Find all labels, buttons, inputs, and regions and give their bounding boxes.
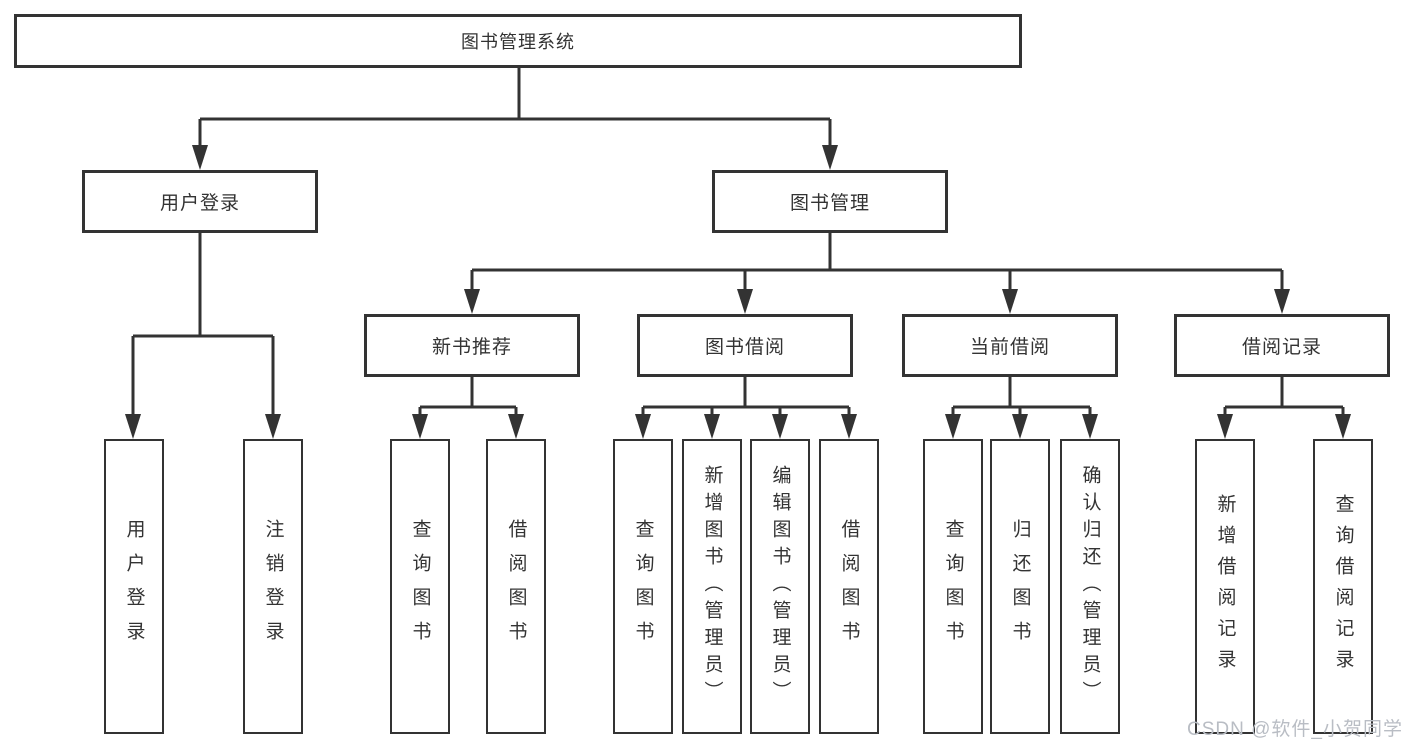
- arrowhead: [464, 289, 480, 314]
- arrowhead: [125, 414, 141, 439]
- leaf-logout: 注销登录: [243, 439, 303, 734]
- leaf-user-login: 用户登录: [104, 439, 164, 734]
- leaf-add-borrow-record: 新增借阅记录: [1195, 439, 1255, 734]
- leaf-label: 新增借阅记录: [1214, 493, 1236, 680]
- node-user-login-label: 用户登录: [159, 193, 240, 214]
- arrowhead: [1002, 289, 1018, 314]
- node-book-borrow-label: 图书借阅: [704, 337, 785, 358]
- arrowhead: [192, 145, 208, 170]
- node-borrow-records: 借阅记录: [1174, 314, 1390, 377]
- leaf-label: 确认归还（管理员）: [1079, 465, 1101, 708]
- node-book-borrow: 图书借阅: [637, 314, 853, 377]
- leaf-borrow-books-1: 借阅图书: [486, 439, 546, 734]
- node-current-borrow: 当前借阅: [902, 314, 1118, 377]
- node-root: 图书管理系统: [14, 14, 1022, 68]
- arrowhead: [1012, 414, 1028, 439]
- arrowhead: [841, 414, 857, 439]
- leaf-query-books-2: 查询图书: [613, 439, 673, 734]
- leaf-return-books: 归还图书: [990, 439, 1050, 734]
- node-user-login: 用户登录: [82, 170, 318, 233]
- leaf-query-borrow-record: 查询借阅记录: [1313, 439, 1373, 734]
- arrowhead: [265, 414, 281, 439]
- arrowhead: [635, 414, 651, 439]
- arrowhead: [822, 145, 838, 170]
- node-new-book-recommend: 新书推荐: [364, 314, 580, 377]
- node-current-borrow-label: 当前借阅: [969, 337, 1050, 358]
- arrowhead: [1335, 414, 1351, 439]
- arrowhead: [737, 289, 753, 314]
- leaf-label: 注销登录: [262, 518, 284, 655]
- arrowhead: [704, 414, 720, 439]
- leaf-label: 新增图书（管理员）: [701, 465, 723, 708]
- leaf-label: 用户登录: [123, 518, 145, 655]
- arrowhead: [945, 414, 961, 439]
- arrowhead: [1274, 289, 1290, 314]
- arrowhead: [508, 414, 524, 439]
- leaf-edit-books-admin: 编辑图书（管理员）: [750, 439, 810, 734]
- leaf-label: 查询图书: [409, 518, 431, 655]
- arrowhead: [1217, 414, 1233, 439]
- node-book-management: 图书管理: [712, 170, 948, 233]
- leaf-label: 查询借阅记录: [1332, 493, 1354, 680]
- leaf-label: 查询图书: [632, 518, 654, 655]
- leaf-borrow-books-2: 借阅图书: [819, 439, 879, 734]
- node-new-book-recommend-label: 新书推荐: [431, 337, 512, 358]
- leaf-query-books-1: 查询图书: [390, 439, 450, 734]
- leaf-confirm-return-admin: 确认归还（管理员）: [1060, 439, 1120, 734]
- node-borrow-records-label: 借阅记录: [1241, 337, 1322, 358]
- leaf-label: 借阅图书: [838, 518, 860, 655]
- leaf-label: 查询图书: [942, 518, 964, 655]
- leaf-label: 借阅图书: [505, 518, 527, 655]
- arrowhead: [772, 414, 788, 439]
- leaf-query-books-3: 查询图书: [923, 439, 983, 734]
- leaf-add-books-admin: 新增图书（管理员）: [682, 439, 742, 734]
- arrowhead: [1082, 414, 1098, 439]
- arrowhead: [412, 414, 428, 439]
- node-root-label: 图书管理系统: [461, 32, 575, 52]
- leaf-label: 归还图书: [1009, 518, 1031, 655]
- node-book-management-label: 图书管理: [789, 193, 870, 214]
- leaf-label: 编辑图书（管理员）: [769, 465, 791, 708]
- csdn-watermark: CSDN @软件_小贺同学: [1187, 719, 1403, 740]
